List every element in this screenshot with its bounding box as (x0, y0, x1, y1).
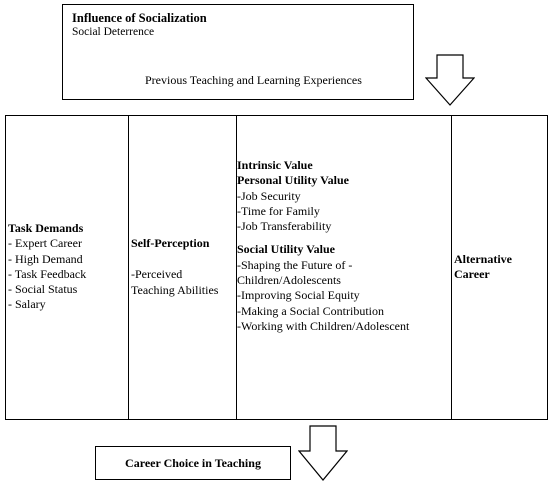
self-perception-heading: Self-Perception (131, 236, 210, 250)
social-utility-item: Children/Adolescents (237, 273, 341, 288)
personal-utility-item: -Job Transferability (237, 219, 332, 234)
social-utility-item: -Improving Social Equity (237, 288, 360, 303)
social-utility-item: -Working with Children/Adolescent (237, 318, 410, 333)
task-demands-item: - Social Status (8, 282, 78, 297)
alternative-career-line: Alternative (454, 252, 512, 266)
personal-utility-heading: Personal Utility Value (237, 173, 350, 188)
task-demands-heading: Task Demands (8, 221, 84, 235)
down-arrow-icon-top (425, 54, 475, 106)
social-deterrence-label: Social Deterrence (72, 26, 155, 38)
task-demands-item: - High Demand (8, 251, 83, 266)
influence-of-socialization-box: Influence of Socialization Social Deterr… (62, 4, 414, 100)
task-demands-item: - Salary (8, 297, 46, 312)
task-demands-item: - Task Feedback (8, 266, 87, 281)
spacer (131, 251, 218, 267)
career-choice-box: Career Choice in Teaching (95, 446, 291, 480)
column-divider-2 (236, 116, 237, 419)
task-demands-item: - Expert Career (8, 236, 82, 251)
alternative-career-line: Career (454, 267, 490, 282)
previous-experiences-label: Previous Teaching and Learning Experienc… (145, 73, 362, 87)
self-perception-line: Teaching Abilities (131, 282, 219, 297)
alternative-career-column: Alternative Career (454, 252, 512, 283)
task-demands-column: Task Demands - Expert Career - High Dema… (8, 221, 86, 313)
column-divider-3 (451, 116, 452, 419)
social-utility-item: -Shaping the Future of - (237, 257, 353, 272)
self-perception-column: Self-Perception -Perceived Teaching Abil… (131, 236, 218, 298)
social-utility-heading: Social Utility Value (237, 242, 336, 257)
personal-utility-item: -Time for Family (237, 203, 320, 218)
down-arrow-icon-bottom (298, 425, 348, 481)
personal-utility-item: -Job Security (237, 188, 301, 203)
career-choice-label: Career Choice in Teaching (125, 456, 261, 470)
factors-box: Task Demands - Expert Career - High Dema… (5, 115, 548, 420)
values-column: Intrinsic Value Personal Utility Value -… (237, 158, 409, 334)
influence-title: Influence of Socialization (72, 11, 207, 25)
column-divider-1 (128, 116, 129, 419)
self-perception-line: -Perceived (131, 267, 183, 282)
intrinsic-value-heading: Intrinsic Value (237, 158, 313, 172)
social-utility-item: -Making a Social Contribution (237, 303, 384, 318)
spacer (237, 234, 409, 242)
